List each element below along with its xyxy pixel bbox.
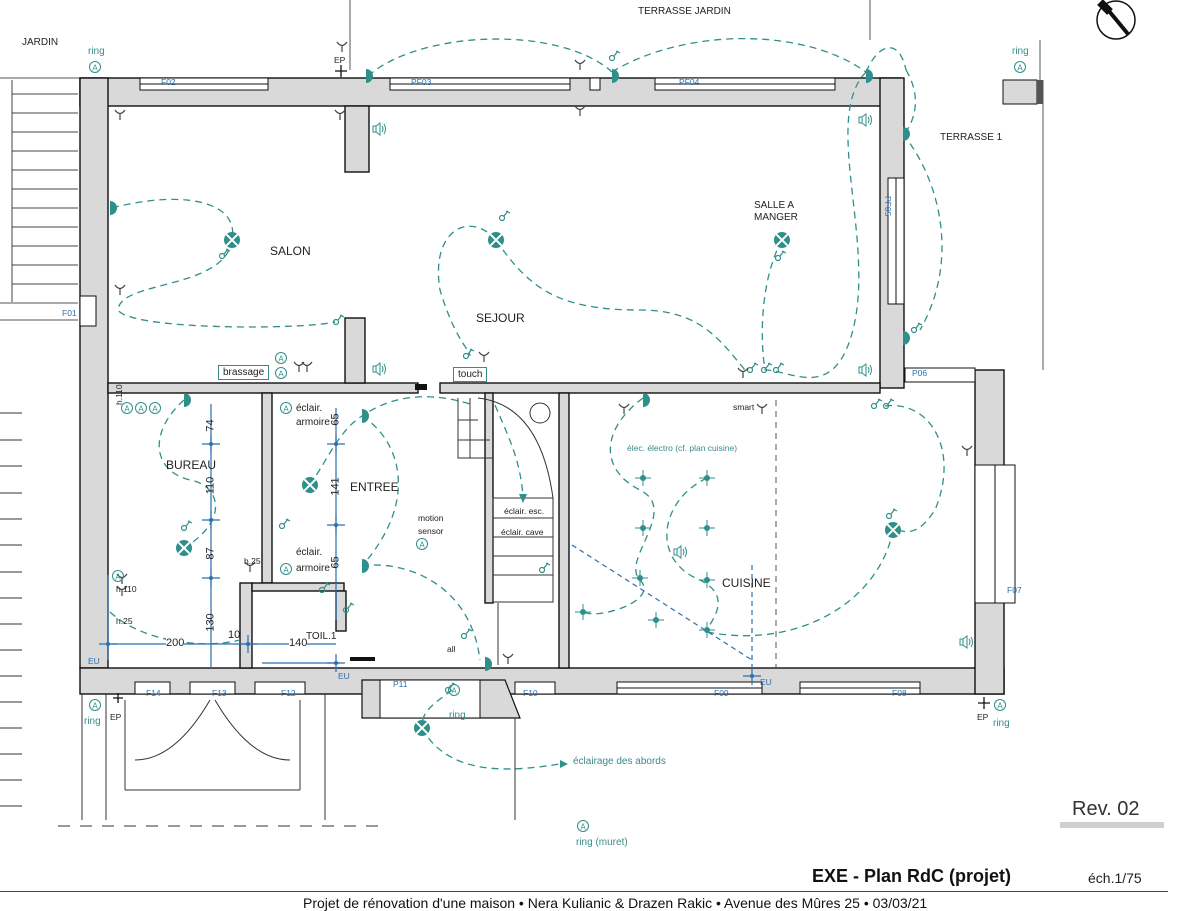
height-label-h110: h.110: [116, 584, 137, 594]
eclair-armoire-label-top-1: éclair.: [296, 403, 323, 414]
height-label-h25-bureau: h.25: [116, 616, 133, 626]
eclair-armoire-label-top-2: armoire: [296, 417, 330, 428]
eclair-esc-label: éclair. esc.: [504, 506, 545, 516]
smart-label: smart: [733, 402, 755, 412]
dimension-74: 74: [204, 419, 217, 432]
ring-label-east: ring: [993, 718, 1010, 729]
window-label-f13: F13: [212, 688, 227, 698]
window-label-pf05: PF05: [883, 196, 893, 217]
revision-underline: [1060, 822, 1164, 828]
eclair-cave-label: éclair. cave: [501, 527, 544, 537]
revision-label: Rev. 02: [1072, 798, 1140, 820]
footer-divider: [0, 891, 1168, 892]
eu-label-bureau: EU: [88, 656, 100, 666]
dimension-65-bottom: 65: [329, 556, 342, 569]
window-label-pf03: PF03: [411, 77, 432, 87]
window-label-f10: F10: [523, 688, 538, 698]
drawing-scale: éch.1/75: [1088, 870, 1142, 886]
room-label-bureau: BUREAU: [166, 458, 217, 472]
ring-label-porch: ring: [84, 716, 101, 727]
room-label-jardin: JARDIN: [22, 37, 59, 48]
room-label-cuisine: CUISINE: [722, 576, 771, 590]
room-label-sejour: SEJOUR: [476, 311, 525, 325]
window-label-f01: F01: [62, 308, 77, 318]
dimension-10: 10: [228, 629, 241, 641]
motion-label: motion: [418, 513, 444, 523]
height-label-h25-entree: h.25: [244, 556, 261, 566]
eu-label-toilette: EU: [338, 671, 350, 681]
elec-electro-label: élec. électro (cf. plan cuisine): [627, 443, 738, 453]
dimension-200: 200: [166, 637, 185, 649]
ring-label-terrasse: ring: [1012, 46, 1029, 57]
eclair-armoire-label-bottom-1: éclair.: [296, 547, 323, 558]
height-label-h110-top: h.110: [114, 384, 124, 405]
dimension-87: 87: [204, 547, 217, 560]
eu-label-cuisine: EU: [760, 677, 772, 687]
ep-label-south-west: EP: [110, 712, 122, 722]
eclair-armoire-label-bottom-2: armoire: [296, 563, 330, 574]
ring-label-entry: ring: [449, 710, 466, 721]
dimension-141: 141: [329, 477, 342, 496]
room-label-terrasse-1: TERRASSE 1: [940, 132, 1003, 143]
all-label: all: [447, 644, 456, 654]
room-label-salon: SALON: [270, 244, 311, 258]
window-label-f02: F02: [161, 77, 176, 87]
sensor-label: sensor: [418, 526, 444, 536]
ep-label-south-east: EP: [977, 712, 989, 722]
brassage-box: brassage: [218, 365, 270, 380]
room-label-toilette: TOIL.1: [306, 631, 337, 642]
dimension-110: 110: [204, 476, 217, 495]
footer-project-info: Projet de rénovation d'une maison • Nera…: [303, 895, 928, 911]
ep-label-north: EP: [334, 55, 346, 65]
window-label-f14: F14: [146, 688, 161, 698]
compass-icon: [1096, 0, 1136, 40]
door-label-p06: P06: [912, 368, 928, 378]
dimension-65-top: 65: [329, 413, 342, 426]
dimension-130: 130: [204, 613, 217, 632]
door-label-p11: P11: [393, 679, 408, 689]
ring-label-muret: ring (muret): [576, 837, 628, 848]
drawing-title: EXE - Plan RdC (projet): [812, 866, 1012, 886]
window-label-pf04: PF04: [679, 77, 700, 87]
window-label-f07: F07: [1007, 585, 1022, 595]
window-label-f08: F08: [892, 688, 907, 698]
eclairage-abords-label: éclairage des abords: [573, 756, 666, 767]
touch-box: touch: [453, 367, 488, 382]
window-label-f12: F12: [281, 688, 296, 698]
room-label-salle-a: SALLE A: [754, 200, 795, 211]
dimension-140: 140: [289, 637, 308, 649]
ring-label-jardin: ring: [88, 46, 105, 57]
room-label-terrasse-jardin: TERRASSE JARDIN: [638, 6, 731, 17]
room-label-entree: ENTREE: [350, 480, 399, 494]
room-label-manger: MANGER: [754, 212, 798, 223]
window-label-f09: F09: [714, 688, 729, 698]
